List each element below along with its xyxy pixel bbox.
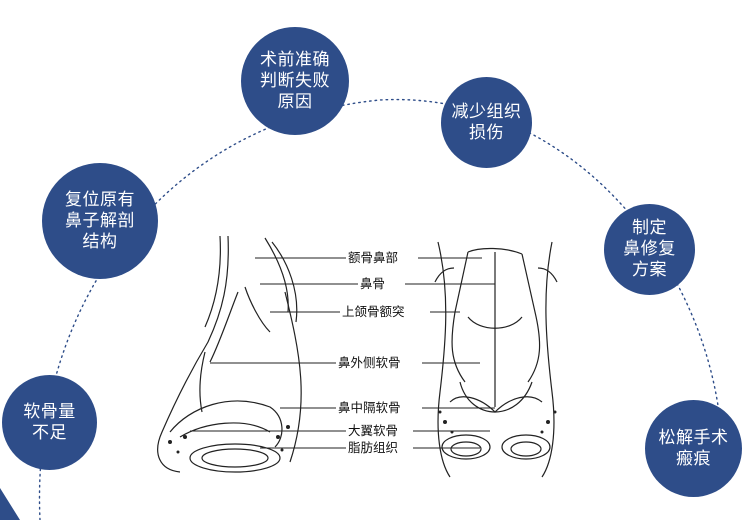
label-nasal-part-of-frontal-bone: 额骨鼻部: [346, 250, 401, 265]
nose-anatomy-illustration: [157, 235, 558, 478]
bubble-repair-plan: 制定 鼻修复 方案: [604, 204, 695, 295]
label-major-alar-cartilage: 大翼软骨: [346, 423, 401, 438]
bubble-reduce-tissue-damage: 减少组织 损伤: [441, 77, 532, 168]
label-frontal-process-of-maxilla: 上颌骨额突: [340, 304, 407, 319]
bubble-cartilage-shortage: 软骨量 不足: [2, 375, 97, 470]
label-nasal-bone: 鼻骨: [358, 276, 388, 291]
label-lateral-nasal-cartilage: 鼻外侧软骨: [336, 355, 403, 370]
label-fatty-tissue: 脂肪组织: [346, 440, 401, 455]
bubble-preop-diagnosis: 术前准确 判断失败 原因: [241, 27, 349, 135]
label-septal-cartilage: 鼻中隔软骨: [336, 400, 403, 415]
corner-triangle: [0, 488, 20, 520]
bubble-restore-anatomy: 复位原有 鼻子解剖 结构: [42, 163, 158, 279]
bubble-release-scar: 松解手术 瘢痕: [645, 400, 742, 497]
